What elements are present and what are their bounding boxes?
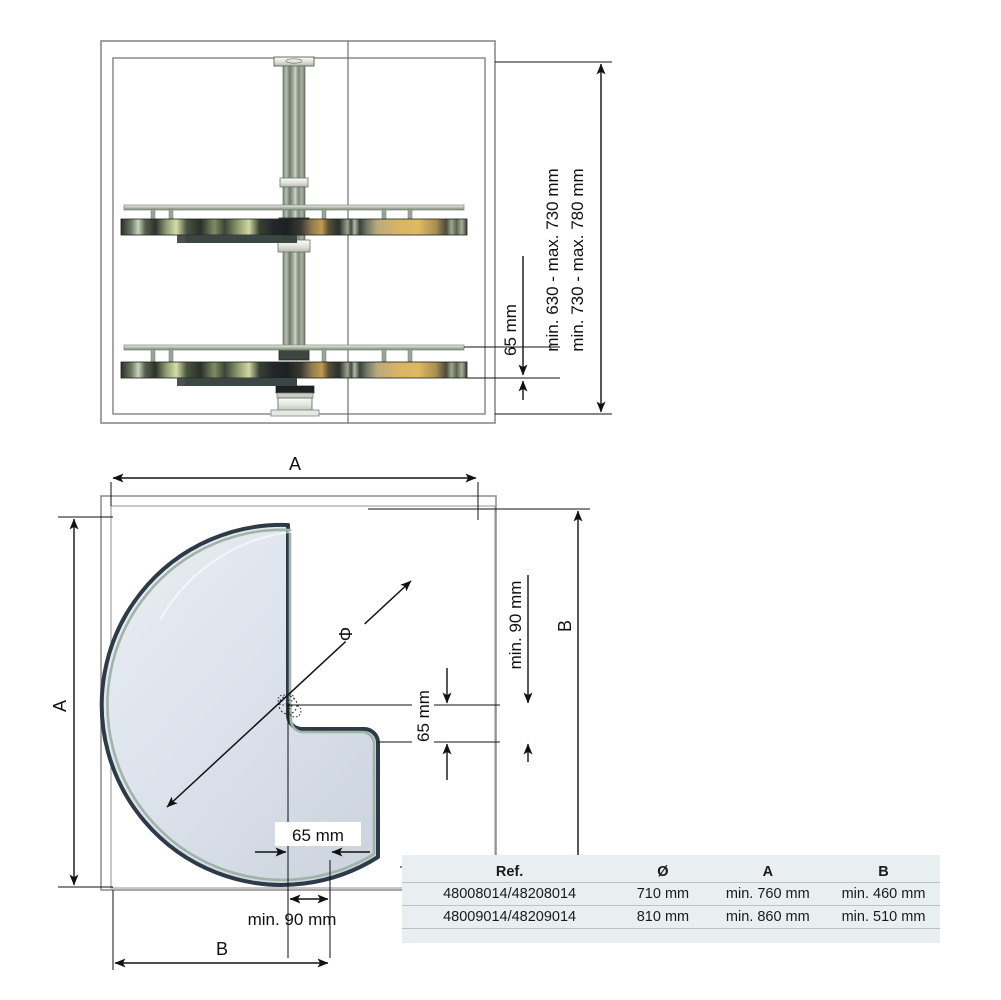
dim-label-plan-depth-B: B — [555, 620, 575, 632]
spec-table-grid: Ref. Ø A B 48008014/48208014 710 mm min.… — [402, 861, 940, 929]
spec-table-head: Ref. Ø A B — [402, 861, 940, 883]
dim-label-height-inner: min. 630 - max. 730 mm — [543, 168, 562, 351]
spec-table: Ref. Ø A B 48008014/48208014 710 mm min.… — [402, 855, 940, 943]
dim-label-cut-offset-bottom: 65 mm — [292, 826, 344, 845]
cell-ref: 48009014/48209014 — [443, 909, 577, 925]
lower-tray — [120, 344, 468, 386]
col-header-b: B — [878, 864, 889, 880]
dim-label-clearance-bottom: min. 90 mm — [248, 910, 337, 929]
cell-diameter: 710 mm — [636, 886, 690, 902]
dim-label-shelf-clearance: 65 mm — [501, 304, 520, 356]
dim-label-plan-width-B: B — [216, 939, 228, 959]
dim-label-plan-width-A: A — [289, 454, 301, 474]
dim-label-plan-height-A: A — [50, 700, 70, 712]
upper-tray — [120, 204, 468, 243]
plan-view: Φ A A 65 mm min. 90 mm B — [50, 454, 590, 970]
table-header-row: Ref. Ø A B — [402, 861, 940, 883]
cell-a: min. 860 mm — [725, 909, 810, 925]
dim-label-clearance-right: min. 90 mm — [506, 581, 525, 670]
cell-ref: 48008014/48208014 — [443, 886, 577, 902]
dim-label-diameter: Φ — [336, 627, 356, 641]
spec-table-body: 48008014/48208014 710 mm min. 760 mm min… — [402, 882, 940, 929]
cell-a: min. 760 mm — [725, 886, 810, 902]
cell-b: min. 460 mm — [841, 886, 926, 902]
dim-line-diameter — [166, 580, 412, 808]
dim-label-cut-offset-right: 65 mm — [414, 690, 433, 742]
dim-label-height-outer: min. 730 - max. 780 mm — [568, 168, 587, 351]
col-header-ref: Ref. — [495, 864, 524, 880]
cabinet-outline — [100, 40, 496, 424]
cell-diameter: 810 mm — [636, 909, 690, 925]
elevation-view: 65 mm min. 630 - max. 730 mm min. 730 - … — [100, 40, 612, 424]
col-header-a: A — [762, 864, 774, 880]
col-header-diameter: Ø — [657, 864, 669, 880]
table-row: 48009014/48209014 810 mm min. 860 mm min… — [402, 906, 940, 929]
cell-b: min. 510 mm — [841, 909, 926, 925]
table-row: 48008014/48208014 710 mm min. 760 mm min… — [402, 882, 940, 906]
